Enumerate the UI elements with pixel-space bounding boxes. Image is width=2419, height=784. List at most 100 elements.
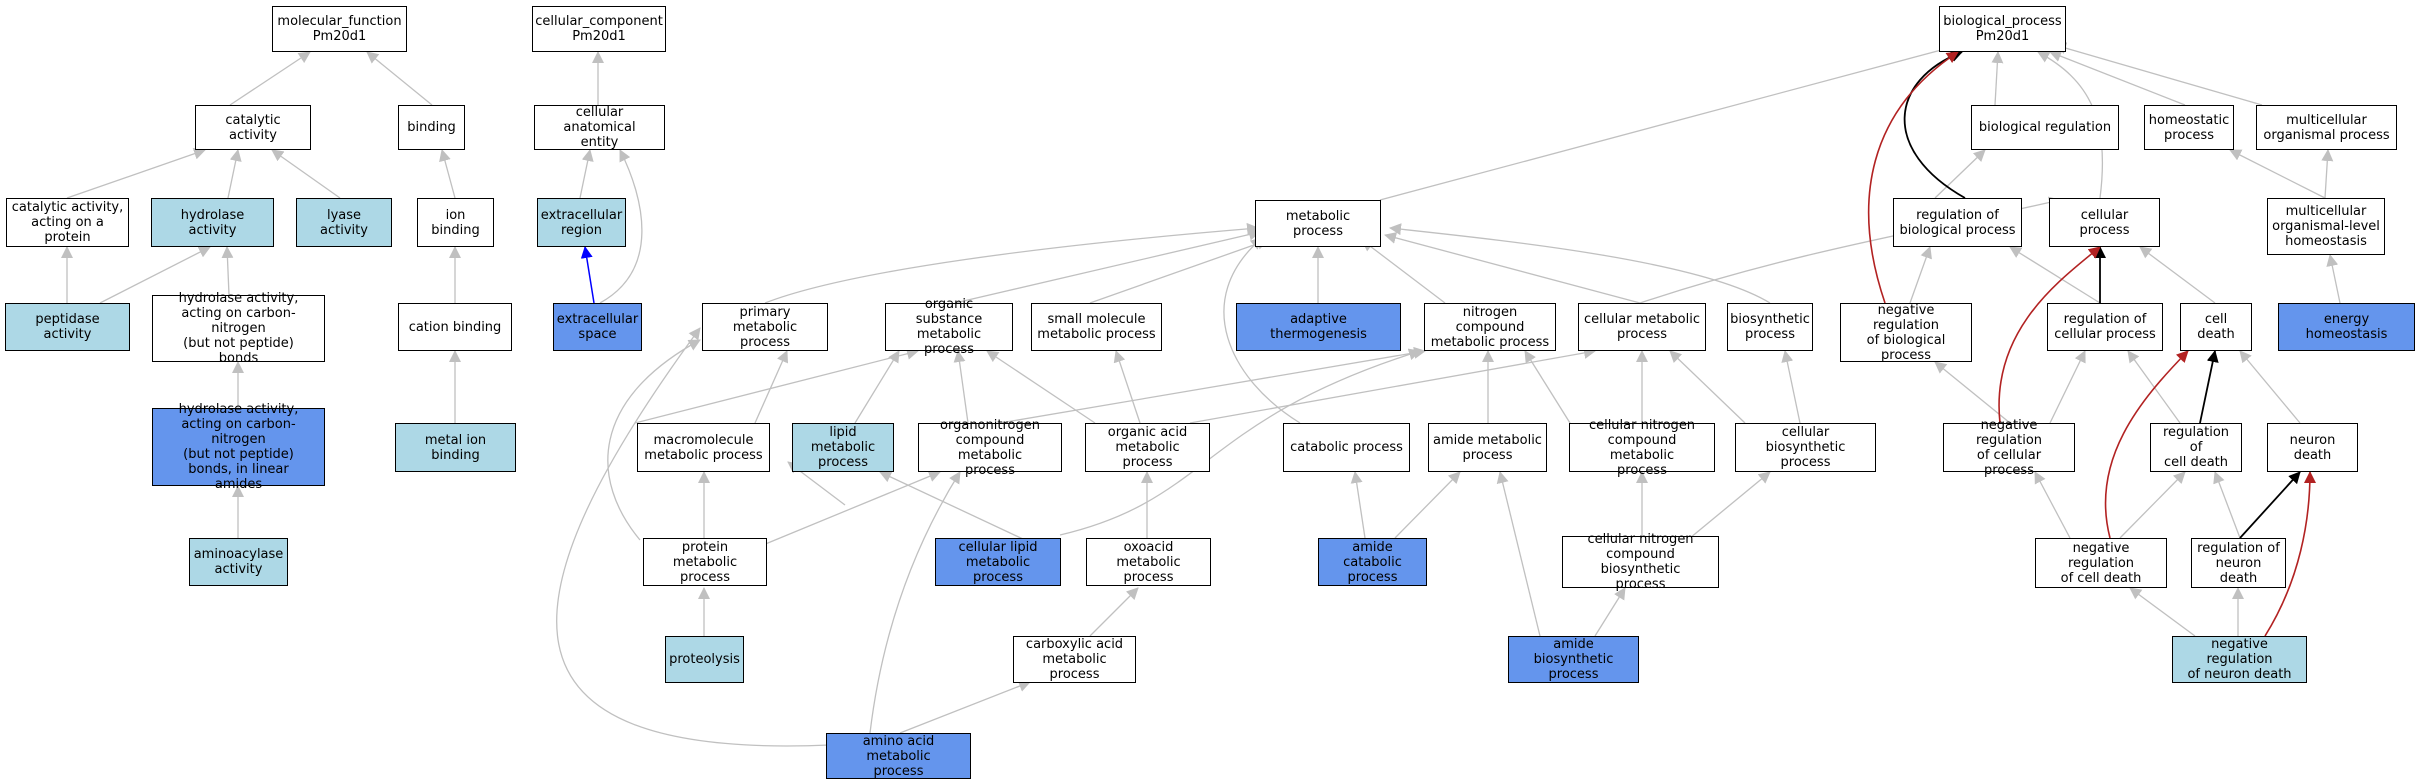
edge [227, 149, 242, 199]
node-proteolysis[interactable]: proteolysis [665, 636, 744, 683]
node-negative-regulation-neuron-death[interactable]: negative regulation of neuron death [2172, 636, 2307, 683]
node-aminoacylase-activity[interactable]: aminoacylase activity [189, 538, 288, 586]
edge [2213, 471, 2241, 539]
node-molecular-function[interactable]: molecular_function Pm20d1 [272, 6, 407, 52]
node-label: neuron death [2289, 432, 2336, 463]
node-label: cellular lipid metabolic process [958, 539, 1038, 585]
node-label: catalytic activity [225, 112, 281, 143]
node-cation-binding[interactable]: cation binding [398, 303, 512, 351]
node-label: negative regulation of cell death [2060, 540, 2142, 586]
node-label: nitrogen compound metabolic process [1430, 304, 1550, 350]
node-regulation-of-neuron-death[interactable]: regulation of neuron death [2191, 538, 2286, 588]
node-cellular-metabolic-process[interactable]: cellular metabolic process [1578, 303, 1706, 351]
node-cellular-component[interactable]: cellular_component Pm20d1 [532, 6, 666, 52]
edge [2127, 350, 2181, 424]
edge [999, 346, 1426, 424]
node-extracellular-space[interactable]: extracellular space [553, 303, 642, 351]
node-amino-acid-metabolic-process[interactable]: amino acid metabolic process [826, 733, 971, 779]
edge [1909, 246, 1932, 304]
node-neuron-death[interactable]: neuron death [2267, 423, 2358, 472]
node-organic-acid-metabolic[interactable]: organic acid metabolic process [1085, 423, 1210, 472]
node-metal-ion-binding[interactable]: metal ion binding [395, 423, 516, 472]
node-label: cell death [2197, 312, 2235, 342]
node-protein-metabolic-process[interactable]: protein metabolic process [643, 538, 767, 586]
node-multicellular-organismal-process[interactable]: multicellular organismal process [2256, 105, 2397, 150]
node-adaptive-thermogenesis[interactable]: adaptive thermogenesis [1236, 303, 1401, 351]
node-peptidase-activity[interactable]: peptidase activity [5, 303, 130, 351]
edge [66, 147, 206, 199]
node-regulation-of-cellular-process[interactable]: regulation of cellular process [2047, 303, 2163, 351]
node-catalytic-acting-on-protein[interactable]: catalytic activity, acting on a protein [6, 198, 129, 247]
node-label: organic acid metabolic process [1107, 425, 1188, 470]
node-amide-biosynthetic-process[interactable]: amide biosynthetic process [1508, 636, 1639, 683]
node-nitrogen-compound-metabolic[interactable]: nitrogen compound metabolic process [1424, 303, 1556, 351]
node-metabolic-process[interactable]: metabolic process [1255, 200, 1381, 247]
edge [1389, 223, 1771, 304]
edge [2129, 587, 2196, 637]
node-ion-binding[interactable]: ion binding [417, 198, 494, 247]
node-hydrolase-carbon-nitrogen[interactable]: hydrolase activity, acting on carbon-nit… [152, 291, 325, 366]
node-biosynthetic-process[interactable]: biosynthetic process [1727, 303, 1813, 351]
node-catabolic-process[interactable]: catabolic process [1283, 423, 1410, 472]
edge [953, 350, 969, 424]
edge [1113, 350, 1141, 424]
node-hydrolase-activity[interactable]: hydrolase activity [151, 198, 274, 247]
node-cellular-nitrogen-biosynthetic[interactable]: cellular nitrogen compound biosynthetic … [1562, 532, 1719, 592]
node-label: extracellular space [556, 312, 639, 342]
node-cellular-biosynthetic-process[interactable]: cellular biosynthetic process [1735, 423, 1876, 472]
node-label: extracellular region [540, 207, 623, 238]
node-label: cellular metabolic process [1584, 312, 1700, 342]
node-label: regulation of cellular process [2054, 312, 2156, 342]
edge [2239, 350, 2301, 424]
node-lyase-activity[interactable]: lyase activity [296, 198, 392, 247]
node-cellular-anatomical-entity[interactable]: cellular anatomical entity [534, 105, 665, 150]
node-label: hydrolase activity [180, 207, 245, 238]
node-label: aminoacylase activity [193, 547, 284, 577]
node-amide-metabolic-process[interactable]: amide metabolic process [1428, 423, 1547, 472]
node-label: catalytic activity, acting on a protein [11, 200, 124, 245]
node-organonitrogen-compound[interactable]: organonitrogen compound metabolic proces… [918, 418, 1062, 478]
node-cellular-lipid-metabolic[interactable]: cellular lipid metabolic process [935, 538, 1061, 586]
node-label: cellular_component Pm20d1 [535, 14, 663, 44]
edge [762, 470, 941, 546]
node-label: biosynthetic process [1730, 312, 1810, 342]
edge [634, 347, 919, 424]
edge [2199, 350, 2219, 424]
node-negative-regulation-cellular[interactable]: negative regulation of cellular process [1943, 418, 2075, 478]
node-binding[interactable]: binding [398, 105, 465, 150]
node-lipid-metabolic-process[interactable]: lipid metabolic process [792, 423, 894, 472]
node-negative-regulation-cell-death[interactable]: negative regulation of cell death [2035, 538, 2167, 588]
edge [607, 339, 701, 541]
node-label: negative regulation of biological proces… [1866, 302, 1946, 363]
node-cellular-process[interactable]: cellular process [2049, 198, 2160, 247]
node-biological-process[interactable]: biological_process Pm20d1 [1939, 6, 2066, 52]
node-oxoacid-metabolic-process[interactable]: oxoacid metabolic process [1086, 538, 1211, 586]
node-regulation-of-cell-death[interactable]: regulation of cell death [2150, 423, 2242, 472]
node-label: regulation of cell death [2162, 425, 2230, 470]
node-biological-regulation[interactable]: biological regulation [1971, 105, 2119, 150]
edge [869, 471, 961, 734]
node-label: cellular biosynthetic process [1765, 425, 1846, 470]
node-organic-substance-metabolic[interactable]: organic substance metabolic process [885, 297, 1013, 357]
node-cell-death[interactable]: cell death [2180, 303, 2252, 351]
edge [580, 246, 595, 304]
node-homeostatic-process[interactable]: homeostatic process [2144, 105, 2234, 150]
node-amide-catabolic-process[interactable]: amide catabolic process [1318, 538, 1427, 586]
edge [1394, 471, 1461, 539]
node-extracellular-region[interactable]: extracellular region [537, 198, 626, 247]
node-energy-homeostasis[interactable]: energy homeostasis [2278, 303, 2415, 351]
node-macromolecule-metabolic[interactable]: macromolecule metabolic process [637, 423, 770, 472]
node-catalytic-activity[interactable]: catalytic activity [195, 105, 311, 150]
node-label: amide catabolic process [1343, 539, 1402, 585]
node-negative-regulation-biological[interactable]: negative regulation of biological proces… [1840, 302, 1972, 363]
node-small-molecule-metabolic[interactable]: small molecule metabolic process [1031, 303, 1162, 351]
edge [954, 228, 1261, 304]
node-multicellular-homeostasis[interactable]: multicellular organismal-level homeostas… [2267, 198, 2385, 255]
edge [1669, 350, 1746, 424]
node-primary-metabolic-process[interactable]: primary metabolic process [702, 303, 828, 351]
edge [1350, 471, 1366, 539]
node-regulation-of-biological-process[interactable]: regulation of biological process [1893, 198, 2022, 247]
node-carboxylic-acid-metabolic[interactable]: carboxylic acid metabolic process [1013, 636, 1136, 683]
node-hydrolase-linear-amides[interactable]: hydrolase activity, acting on carbon-nit… [152, 402, 325, 492]
node-cellular-nitrogen-metabolic[interactable]: cellular nitrogen compound metabolic pro… [1569, 418, 1715, 478]
